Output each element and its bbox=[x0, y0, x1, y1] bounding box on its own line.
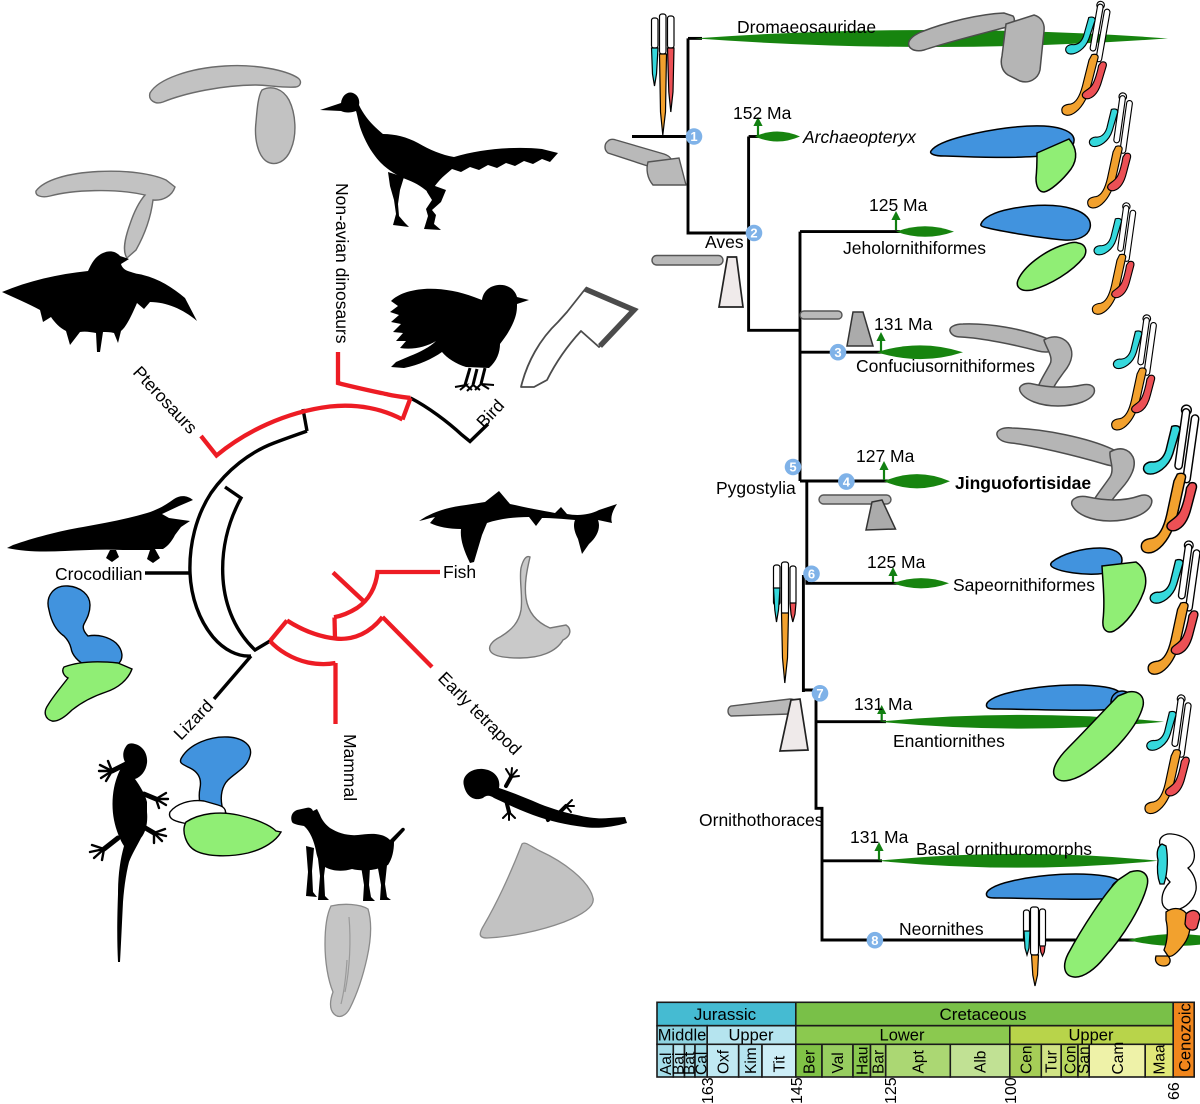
svg-text:Confuciusornithiformes: Confuciusornithiformes bbox=[856, 356, 1035, 376]
svg-text:Jinguofortisidae: Jinguofortisidae bbox=[955, 473, 1091, 493]
svg-text:Aal: Aal bbox=[658, 1053, 675, 1075]
svg-text:7: 7 bbox=[816, 686, 823, 701]
svg-text:Alb: Alb bbox=[973, 1051, 990, 1073]
svg-text:Val: Val bbox=[830, 1052, 847, 1073]
svg-text:Cal: Cal bbox=[694, 1052, 711, 1075]
svg-text:Tit: Tit bbox=[772, 1055, 789, 1072]
svg-text:2: 2 bbox=[750, 226, 757, 241]
svg-text:Ber: Ber bbox=[802, 1050, 819, 1074]
svg-text:Fish: Fish bbox=[443, 562, 476, 582]
svg-text:125: 125 bbox=[883, 1077, 900, 1104]
svg-text:8: 8 bbox=[871, 933, 878, 948]
svg-text:Oxf: Oxf bbox=[716, 1049, 733, 1074]
svg-text:Con: Con bbox=[1063, 1046, 1080, 1074]
svg-text:Apt: Apt bbox=[911, 1050, 928, 1074]
svg-text:Bat: Bat bbox=[682, 1051, 699, 1075]
svg-text:5: 5 bbox=[789, 460, 796, 475]
svg-text:Jurassic: Jurassic bbox=[694, 1005, 757, 1024]
svg-text:Baj: Baj bbox=[671, 1053, 688, 1075]
svg-text:131 Ma: 131 Ma bbox=[850, 827, 909, 847]
svg-text:1: 1 bbox=[690, 129, 697, 144]
svg-text:Tur: Tur bbox=[1044, 1050, 1061, 1073]
svg-text:Cen: Cen bbox=[1019, 1046, 1036, 1074]
svg-text:Upper: Upper bbox=[729, 1027, 774, 1045]
svg-text:Archaeopteryx: Archaeopteryx bbox=[802, 127, 917, 147]
svg-text:Aves: Aves bbox=[705, 232, 744, 252]
svg-text:6: 6 bbox=[808, 567, 815, 582]
svg-text:Basal ornithuromorphs: Basal ornithuromorphs bbox=[916, 839, 1092, 859]
svg-text:4: 4 bbox=[843, 474, 851, 489]
svg-text:Cam: Cam bbox=[1110, 1042, 1127, 1075]
svg-text:Cretaceous: Cretaceous bbox=[940, 1005, 1027, 1024]
svg-text:Dromaeosauridae: Dromaeosauridae bbox=[737, 17, 876, 37]
svg-text:145: 145 bbox=[789, 1077, 806, 1104]
svg-text:Mammal: Mammal bbox=[340, 734, 360, 801]
svg-text:Pygostylia: Pygostylia bbox=[716, 478, 796, 498]
svg-text:125 Ma: 125 Ma bbox=[869, 195, 928, 215]
svg-text:Non-avian dinosaurs: Non-avian dinosaurs bbox=[332, 183, 352, 344]
svg-text:Lower: Lower bbox=[880, 1027, 925, 1045]
svg-text:Middle: Middle bbox=[658, 1027, 707, 1045]
svg-text:Jeholornithiformes: Jeholornithiformes bbox=[843, 238, 986, 258]
svg-text:152 Ma: 152 Ma bbox=[733, 103, 792, 123]
svg-text:163: 163 bbox=[700, 1077, 717, 1104]
svg-text:66: 66 bbox=[1166, 1082, 1183, 1100]
svg-text:Neornithes: Neornithes bbox=[899, 919, 984, 939]
svg-text:131 Ma: 131 Ma bbox=[854, 694, 913, 714]
svg-text:Kim: Kim bbox=[743, 1047, 760, 1074]
svg-text:Hau: Hau bbox=[855, 1047, 872, 1075]
svg-text:Bar: Bar bbox=[871, 1050, 888, 1074]
svg-text:Maa: Maa bbox=[1152, 1044, 1169, 1075]
svg-text:125 Ma: 125 Ma bbox=[867, 552, 926, 572]
svg-text:Enantiornithes: Enantiornithes bbox=[893, 731, 1005, 751]
svg-text:127 Ma: 127 Ma bbox=[856, 446, 915, 466]
svg-text:131 Ma: 131 Ma bbox=[874, 314, 933, 334]
svg-text:Crocodilian: Crocodilian bbox=[55, 564, 143, 584]
svg-text:San: San bbox=[1076, 1046, 1093, 1074]
svg-text:Cenozoic: Cenozoic bbox=[1177, 1003, 1195, 1072]
svg-text:Ornithothoraces: Ornithothoraces bbox=[699, 810, 824, 830]
svg-text:Sapeornithiformes: Sapeornithiformes bbox=[953, 575, 1095, 595]
svg-text:Upper: Upper bbox=[1069, 1027, 1114, 1045]
svg-text:100: 100 bbox=[1003, 1077, 1020, 1104]
svg-text:3: 3 bbox=[834, 345, 841, 360]
